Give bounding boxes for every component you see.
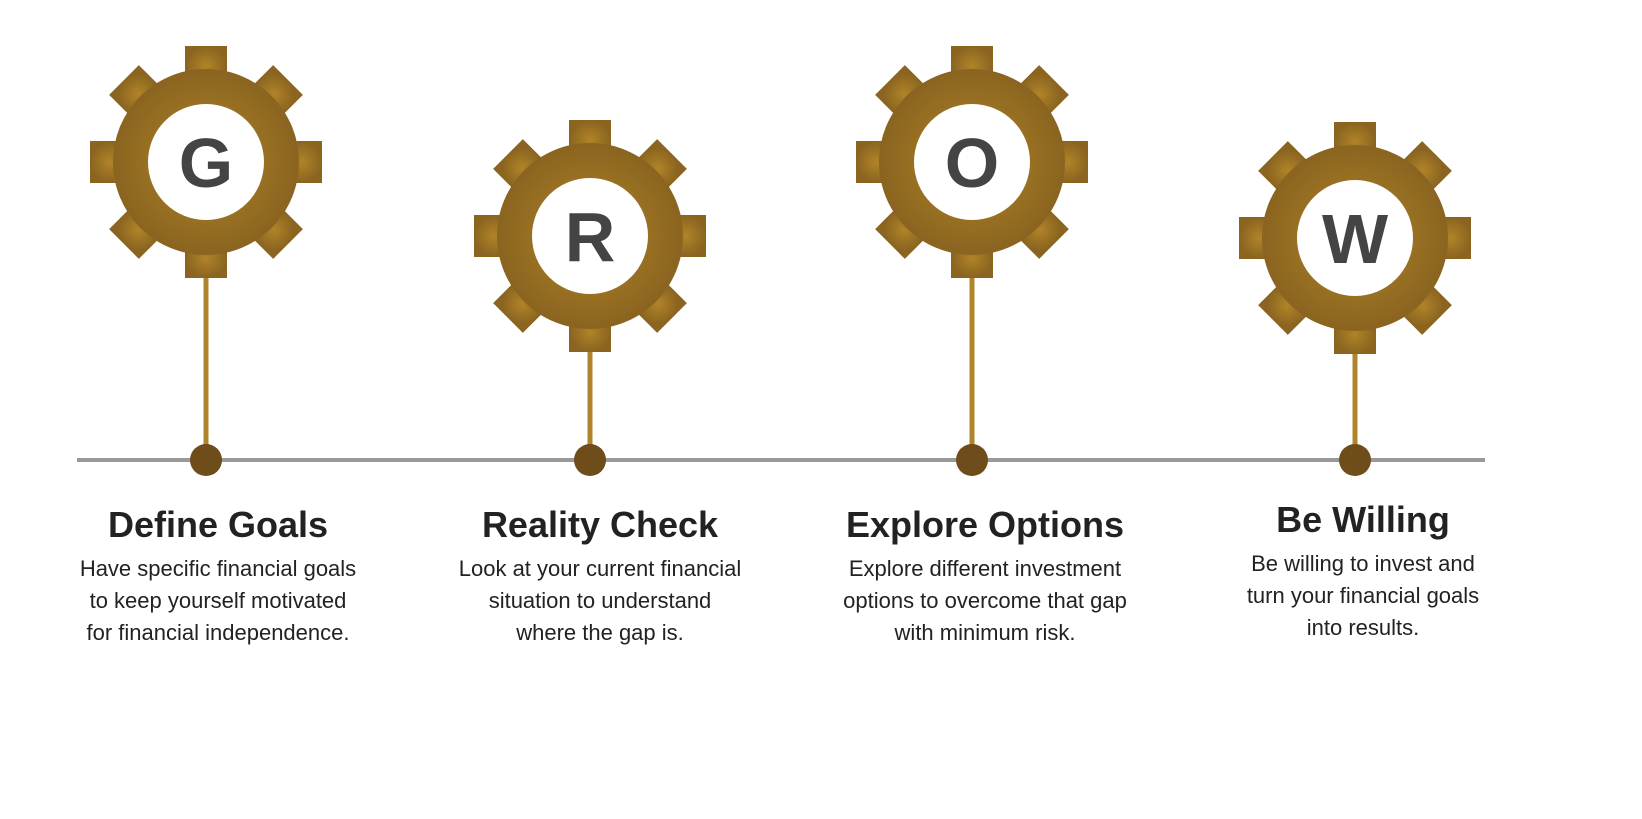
step-title: Be Willing [1276, 499, 1450, 540]
gear-letter: G [179, 124, 233, 202]
step-title: Explore Options [845, 504, 1125, 545]
description-line: for financial independence. [86, 620, 350, 645]
timeline-dot [190, 444, 222, 476]
gear-icon: W [1239, 122, 1471, 354]
step-description: Explore different investment options to o… [795, 553, 1175, 649]
gear-icon: O [856, 46, 1088, 278]
gear-icon: R [474, 120, 706, 352]
description-line: Be willing to invest and [1251, 551, 1475, 576]
gear-letter: O [945, 124, 999, 202]
step-description: Look at your current financial situation … [410, 553, 790, 649]
step-description: Be willing to invest and turn your financ… [1173, 548, 1553, 644]
gear-letter: R [565, 198, 616, 276]
gear-icon: G [90, 46, 322, 278]
description-line: with minimum risk. [894, 620, 1076, 645]
step-description: Have specific financial goals to keep you… [28, 553, 408, 649]
timeline-dot [574, 444, 606, 476]
timeline-dot [956, 444, 988, 476]
gear-letter: W [1322, 200, 1388, 278]
description-line: Look at your current financial [458, 556, 742, 581]
description-line: turn your financial goals [1246, 583, 1480, 608]
description-line: options to overcome that gap [843, 588, 1127, 613]
step-w: Be Willing Be willing to invest and turn y… [1173, 500, 1553, 644]
description-line: Explore different investment [848, 556, 1122, 581]
description-line: to keep yourself motivated [89, 588, 347, 613]
description-line: situation to understand [488, 588, 712, 613]
timeline-dot [1339, 444, 1371, 476]
description-line: Have specific financial goals [79, 556, 357, 581]
description-line: into results. [1306, 615, 1420, 640]
description-line: where the gap is. [516, 620, 684, 645]
step-title: Reality Check [481, 504, 719, 545]
step-title: Define Goals [107, 504, 329, 545]
